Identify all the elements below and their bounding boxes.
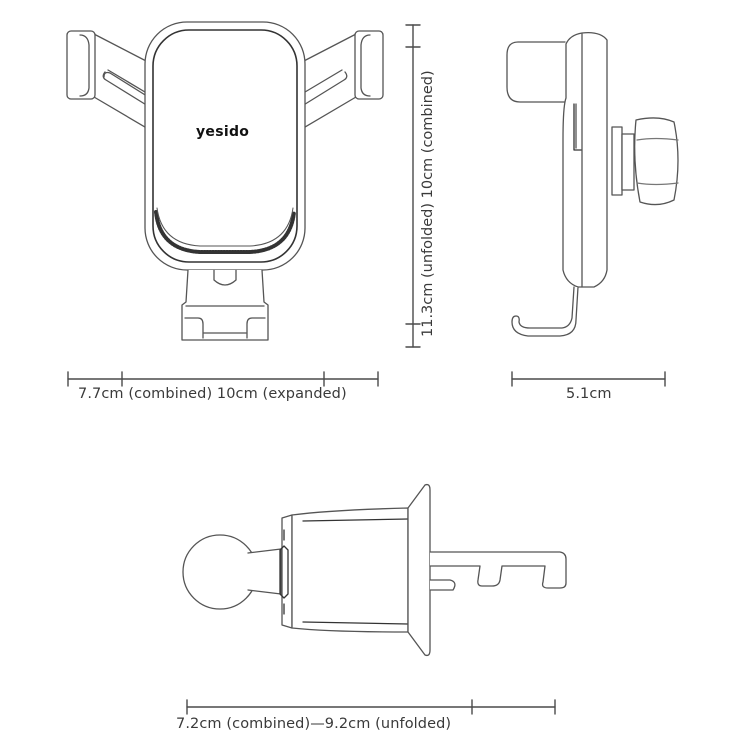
front-width-label: 7.7cm (combined) 10cm (expanded) [78, 386, 347, 402]
top-cylinder [291, 507, 409, 633]
left-arm [66, 30, 151, 131]
side-ball-neck [611, 126, 623, 196]
side-hook [511, 286, 579, 337]
right-arm [299, 30, 384, 131]
side-depth-label: 5.1cm [566, 386, 612, 402]
front-height-label: 11.3cm (unfolded) 10cm (combined) [420, 70, 436, 337]
holder-face [152, 29, 298, 263]
front-view [66, 21, 384, 341]
top-vent-hook [429, 551, 567, 589]
brand-logo: yesido [196, 124, 250, 140]
depth-dimension-line [511, 371, 666, 387]
side-arm-block [506, 41, 567, 103]
grip-band [154, 210, 296, 254]
top-length-label: 7.2cm (combined)—9.2cm (unfolded) [176, 716, 452, 732]
side-ball-knob [634, 117, 679, 206]
top-ball [182, 534, 258, 610]
holder-base [181, 269, 269, 341]
height-dimension-line [405, 24, 421, 348]
top-view [182, 483, 567, 657]
top-flange [407, 483, 431, 657]
side-view [506, 32, 679, 337]
side-shell [562, 32, 608, 288]
length-dimension-line [186, 699, 556, 715]
width-dimension-line [67, 371, 379, 387]
